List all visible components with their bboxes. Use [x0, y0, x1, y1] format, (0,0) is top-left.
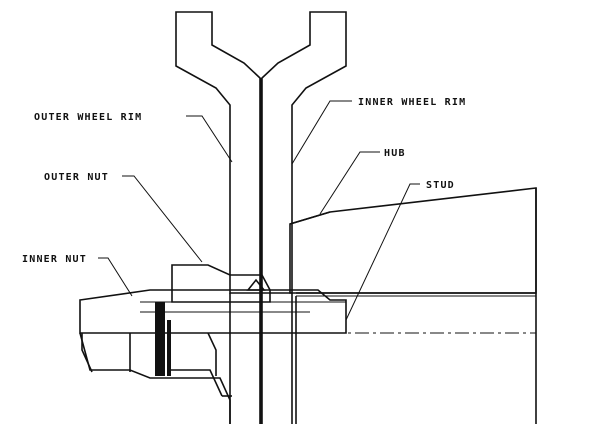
- label-outer-nut: OUTER NUT: [44, 172, 109, 183]
- outer-wheel-rim: [175, 11, 261, 424]
- label-inner-wheel-rim: INNER WHEEL RIM: [358, 97, 466, 108]
- inner-wheel-rim: [260, 11, 347, 424]
- label-inner-nut: INNER NUT: [22, 254, 87, 265]
- hub-body: [289, 187, 537, 424]
- label-stud: STUD: [426, 180, 455, 191]
- outer-nut: [171, 264, 271, 303]
- label-outer-wheel-rim: OUTER WHEEL RIM: [34, 112, 142, 123]
- inner-nut: [79, 302, 232, 424]
- washer: [155, 302, 165, 376]
- leader-lines: [98, 100, 420, 321]
- label-hub: HUB: [384, 148, 406, 159]
